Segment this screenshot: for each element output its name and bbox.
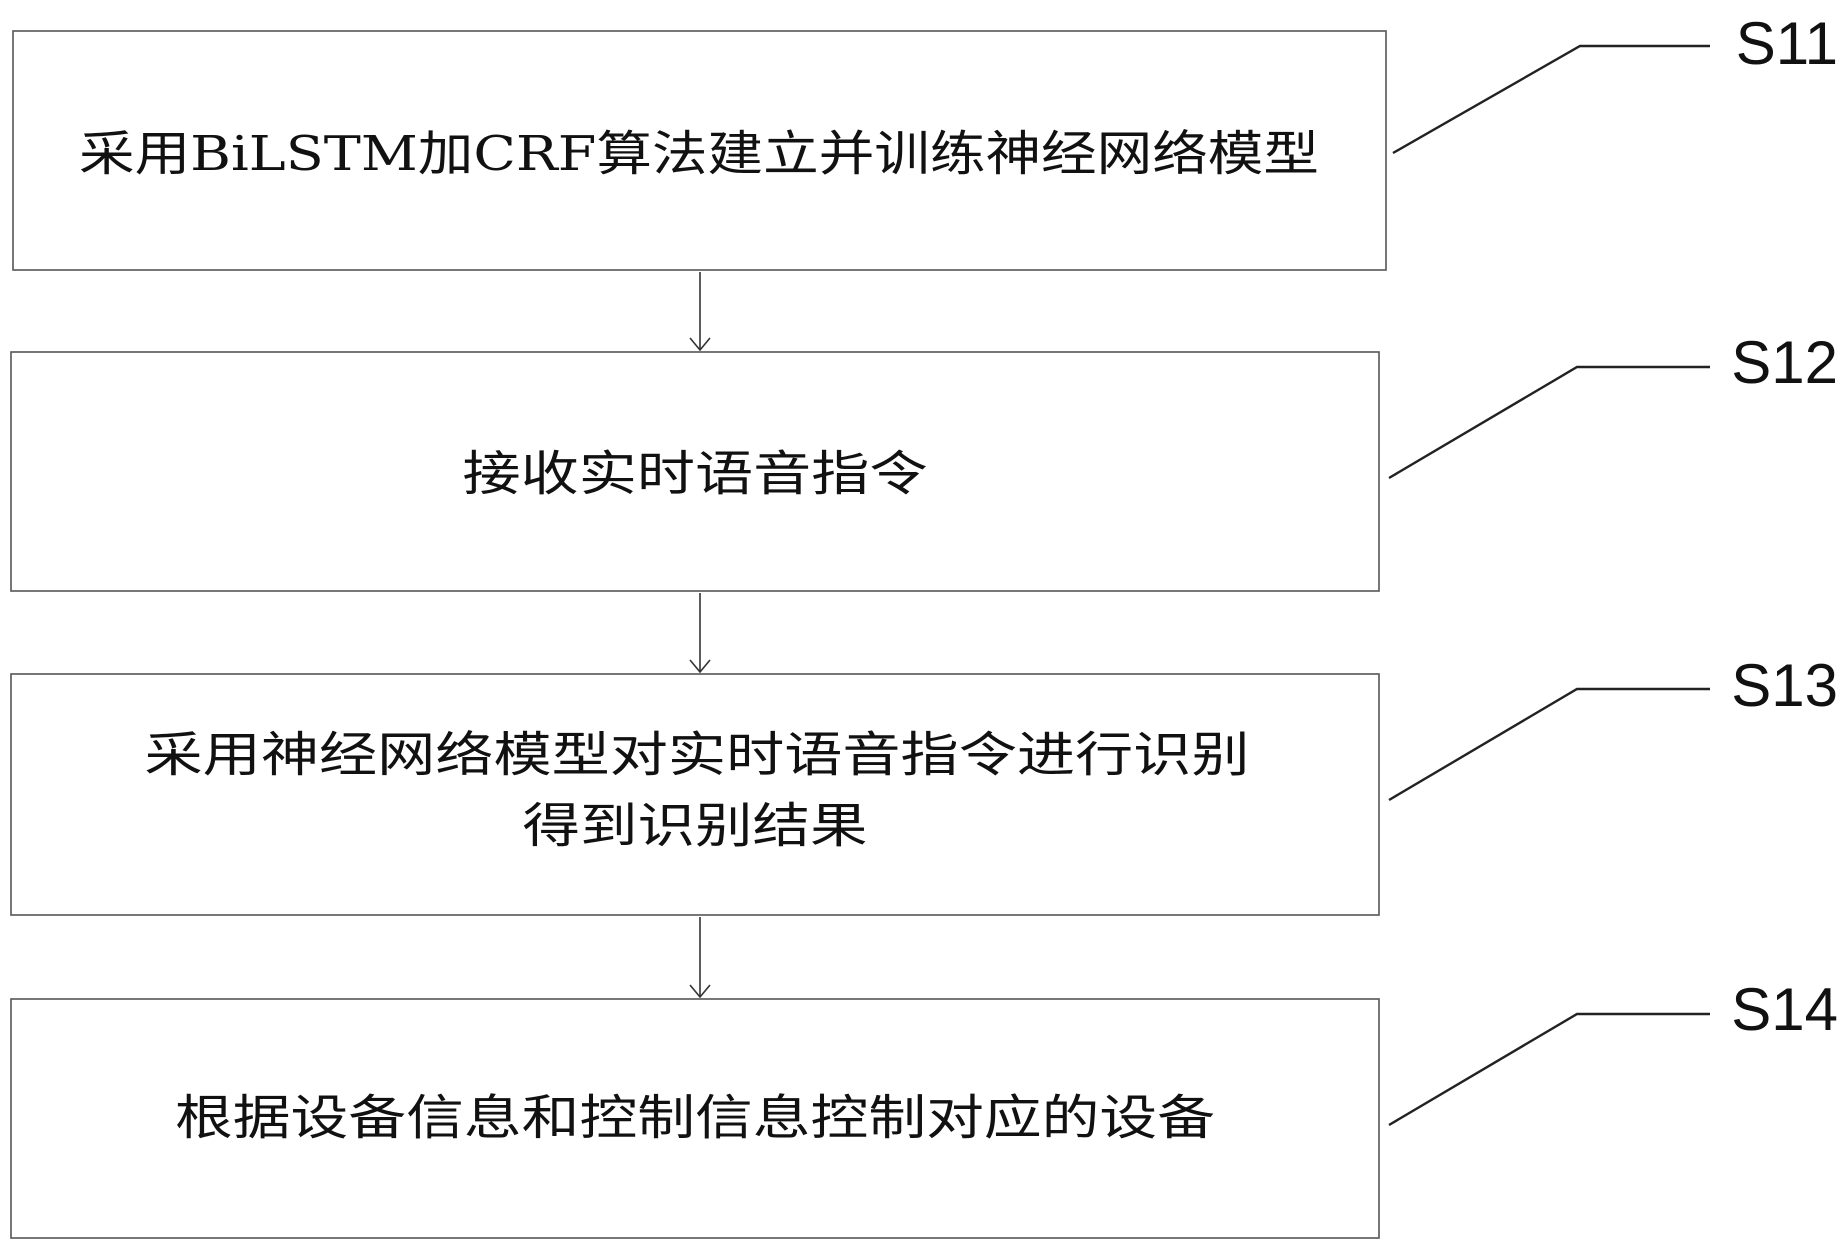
step-label-s14: S14 (1731, 976, 1838, 1043)
connector-s11-s12 (689, 272, 711, 352)
step-label-s12: S12 (1731, 329, 1838, 396)
step-box-s12 (10, 351, 1380, 592)
step-s13: 采用神经网络模型对实时语音指令进行识别 得到识别结果 S13 (10, 652, 1838, 916)
step-s14: 根据设备信息和控制信息控制对应的设备 S14 (10, 976, 1838, 1239)
step-label-s13: S13 (1731, 652, 1838, 719)
leader-line-s14 (1388, 1012, 1710, 1127)
step-label-s11: S11 (1736, 10, 1838, 77)
step-text-s13-line-2: 得到识别结果 (523, 798, 868, 854)
leader-line-s11 (1392, 44, 1710, 155)
connector-s12-s13 (689, 593, 711, 674)
step-box-s13 (10, 673, 1380, 916)
step-s12: 接收实时语音指令 S12 (10, 329, 1838, 592)
leader-line-s12 (1388, 365, 1710, 480)
step-box-s11 (12, 30, 1387, 271)
step-text-s11: 采用BiLSTM加CRF算法建立并训练神经网络模型 (79, 126, 1319, 182)
step-text-s14: 根据设备信息和控制信息控制对应的设备 (175, 1090, 1215, 1146)
step-text-s13-line-1: 采用神经网络模型对实时语音指令进行识别 (145, 727, 1250, 783)
connector-s13-s14 (689, 917, 711, 999)
step-s11: 采用BiLSTM加CRF算法建立并训练神经网络模型 S11 (12, 10, 1838, 271)
leader-line-s13 (1388, 687, 1710, 802)
step-text-s12: 接收实时语音指令 (463, 446, 928, 502)
step-box-s14 (10, 998, 1380, 1239)
